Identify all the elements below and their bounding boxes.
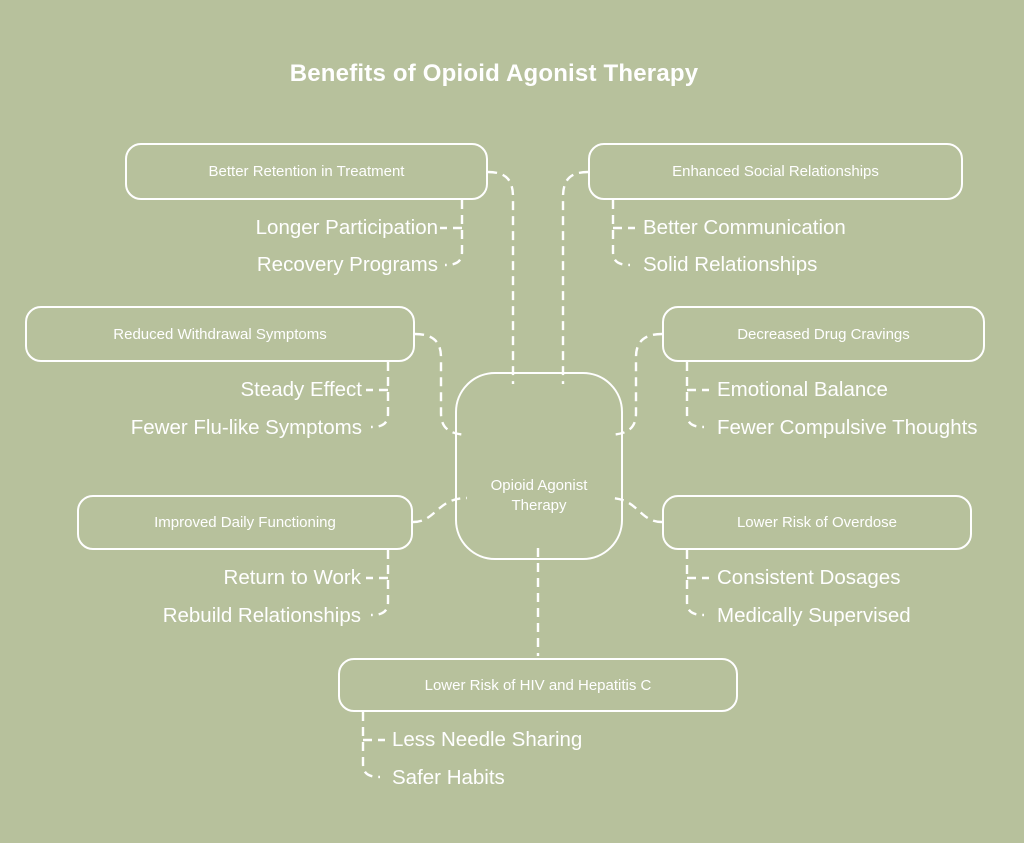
wire-center-cravings [609,332,663,437]
wire-withdrawal-subtopics [366,362,390,429]
subtopic-less-needle-sharing: Less Needle Sharing [392,728,583,751]
wire-overdose-subtopics [685,550,709,617]
subtopic-medically-supervised: Medically Supervised [717,604,911,627]
branch-box-lower-hiv-hepatitis: Lower Risk of HIV and Hepatitis C [338,658,738,712]
subtopic-fewer-flu-like-symptoms: Fewer Flu-like Symptoms [130,416,362,439]
wire-hiv-subtopics [361,712,385,779]
subtopic-steady-effect: Steady Effect [240,378,362,401]
branch-box-decreased-cravings: Decreased Drug Cravings [662,306,985,362]
subtopic-recovery-programs: Recovery Programs [256,253,438,276]
wire-retention-subtopics [440,200,464,267]
wire-social-subtopics [611,200,635,267]
wire-center-functioning [412,496,468,524]
subtopic-consistent-dosages: Consistent Dosages [717,566,901,589]
branch-box-reduced-withdrawal: Reduced Withdrawal Symptoms [25,306,415,362]
subtopic-return-to-work: Return to Work [223,566,361,589]
subtopic-emotional-balance: Emotional Balance [717,378,888,401]
wire-center-withdrawal [414,332,468,437]
page-title: Benefits of Opioid Agonist Therapy [289,60,699,87]
wire-functioning-subtopics [366,550,390,617]
subtopic-safer-habits: Safer Habits [392,766,505,789]
subtopic-fewer-compulsive-thoughts: Fewer Compulsive Thoughts [717,416,978,439]
subtopic-longer-participation: Longer Participation [255,216,438,239]
branch-box-lower-overdose: Lower Risk of Overdose [662,495,972,550]
center-node: Opioid Agonist Therapy [455,372,623,560]
wire-center-retention [487,170,515,384]
subtopic-solid-relationships: Solid Relationships [643,253,818,276]
wire-center-social [561,170,589,384]
branch-box-better-retention: Better Retention in Treatment [125,143,488,200]
subtopic-rebuild-relationships: Rebuild Relationships [162,604,361,627]
branch-box-enhanced-social: Enhanced Social Relationships [588,143,963,200]
wire-cravings-subtopics [685,362,709,429]
branch-box-improved-functioning: Improved Daily Functioning [77,495,413,550]
subtopic-better-communication: Better Communication [643,216,846,239]
wire-center-overdose [609,496,663,524]
